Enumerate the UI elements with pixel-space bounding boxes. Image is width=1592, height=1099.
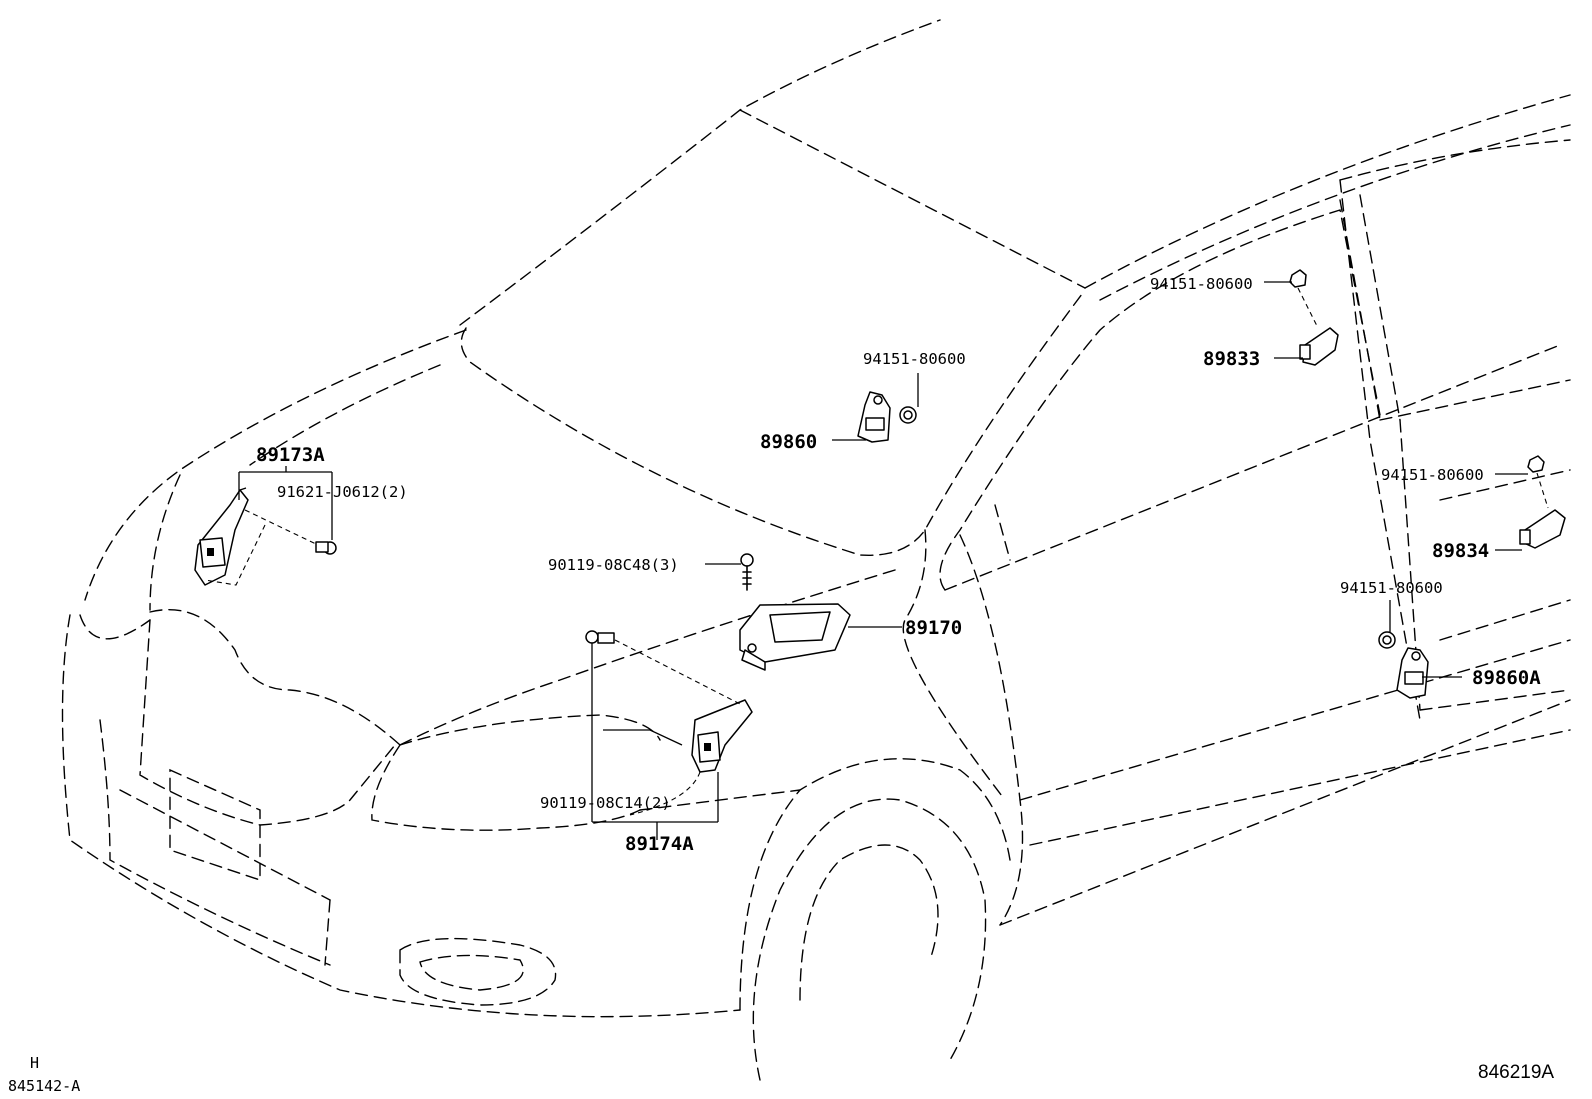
part-89834-sensor bbox=[1519, 509, 1566, 549]
label-90119-08c14: 90119-08C14(2) bbox=[540, 794, 671, 812]
label-94151-80600-top: 94151-80600 bbox=[863, 350, 966, 368]
part-89860a-sensor bbox=[1396, 647, 1429, 699]
nut-94151-a bbox=[899, 406, 917, 424]
part-89173a-front-sensor bbox=[194, 487, 249, 586]
label-89833: 89833 bbox=[1203, 348, 1260, 370]
corner-letter: H bbox=[30, 1054, 39, 1072]
label-89860: 89860 bbox=[760, 431, 817, 453]
label-89170: 89170 bbox=[905, 617, 962, 639]
nut-94151-b bbox=[1289, 269, 1307, 288]
bolt-90119-08c14 bbox=[585, 630, 615, 644]
bolt-91621 bbox=[315, 541, 337, 555]
part-89833-sensor bbox=[1299, 327, 1339, 366]
car-body-outline bbox=[61, 19, 1571, 1081]
part-89174a-front-sensor bbox=[691, 699, 753, 773]
part-89860-sensor bbox=[857, 391, 891, 443]
label-89860a: 89860A bbox=[1472, 667, 1541, 689]
label-89173a: 89173A bbox=[256, 444, 325, 466]
label-94151-80600-lower-right: 94151-80600 bbox=[1340, 579, 1443, 597]
reference-number: 846219A bbox=[1478, 1062, 1554, 1083]
figure-code: 845142-A bbox=[8, 1077, 80, 1095]
label-91621-j0612: 91621-J0612(2) bbox=[277, 483, 408, 501]
label-94151-80600-right: 94151-80600 bbox=[1381, 466, 1484, 484]
label-89174a: 89174A bbox=[625, 833, 694, 855]
bolt-90119-08c48 bbox=[740, 553, 754, 591]
label-89834: 89834 bbox=[1432, 540, 1489, 562]
nut-94151-d bbox=[1378, 631, 1396, 649]
part-89170-airbag-ecu bbox=[739, 603, 851, 671]
leader-lines bbox=[238, 281, 1528, 840]
part-labels: 89173A 91621-J0612(2) 94151-80600 89860 … bbox=[256, 275, 1541, 855]
label-94151-80600-upper-right: 94151-80600 bbox=[1150, 275, 1253, 293]
nut-94151-c bbox=[1527, 455, 1545, 473]
label-90119-08c48: 90119-08C48(3) bbox=[548, 556, 679, 574]
